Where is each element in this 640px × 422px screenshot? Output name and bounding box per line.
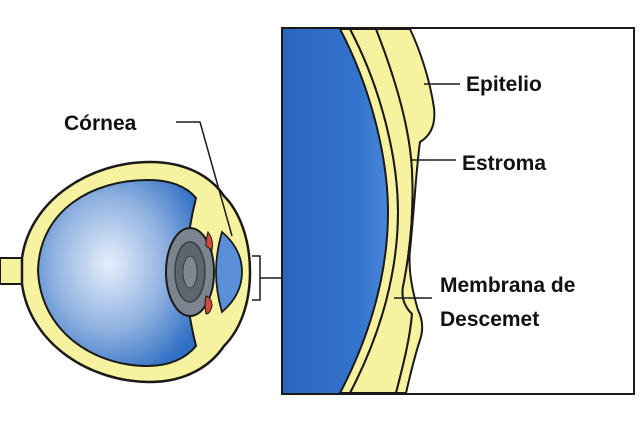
stroma-label: Estroma (462, 152, 546, 175)
cornea-pointer-line (176, 121, 233, 237)
zoom-bracket (252, 255, 261, 301)
cornea-label: Córnea (64, 112, 137, 135)
anterior-chamber (215, 230, 243, 314)
iris-top (205, 230, 213, 251)
detail-chamber (283, 29, 388, 393)
epithelium-layer (374, 28, 436, 394)
descemet-label-line1: Membrana de (440, 274, 575, 297)
cornea-detail-panel (281, 27, 635, 395)
eye-illustration (0, 121, 282, 384)
iris-bottom (204, 295, 213, 315)
epithelium-label: Epitelio (466, 73, 542, 96)
descemet-label-line2: Descemet (440, 308, 539, 331)
lens-core (182, 255, 198, 289)
